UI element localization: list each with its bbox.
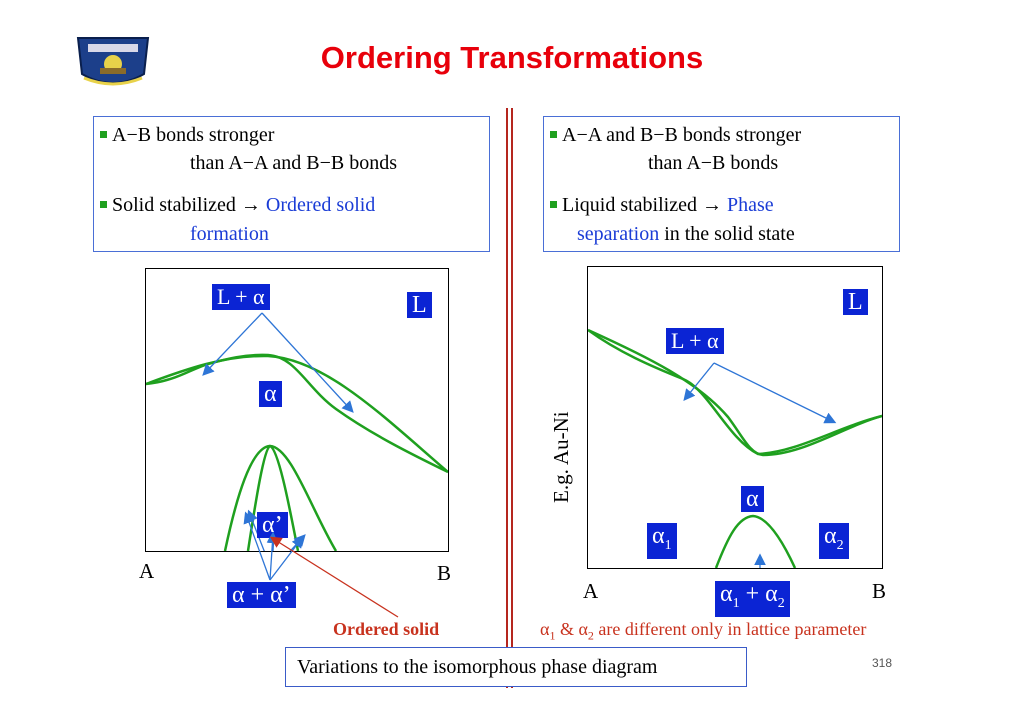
label-alpha1-plus-alpha2: α1 + α2: [715, 581, 790, 617]
right-line-3: Liquid stabilized → Phase: [550, 194, 774, 217]
right-line-4: separation in the solid state: [577, 223, 795, 245]
left-axis-a: A: [139, 559, 155, 583]
right-axis-a: A: [583, 579, 599, 603]
label-alpha: α: [741, 486, 764, 512]
lattice-parameter-note: α1 & α2 are different only in lattice pa…: [540, 619, 867, 643]
slide-title: Ordering Transformations: [320, 40, 704, 75]
ordered-solid-annotation: Ordered solid: [333, 619, 440, 639]
bullet-icon: [100, 201, 107, 208]
right-line-1: A−A and B−B bonds stronger: [550, 124, 801, 147]
left-info-box: A−B bonds stronger than A−A and B−B bond…: [93, 116, 490, 252]
caption-box: Variations to the isomorphous phase diag…: [285, 647, 747, 687]
left-phase-diagram: L + α L α α’: [145, 268, 449, 552]
left-axis-b: B: [437, 561, 452, 585]
label-alpha: α: [259, 381, 282, 407]
right-ylabel: E.g. Au-Ni: [549, 411, 573, 503]
left-line-4: formation: [190, 223, 269, 245]
bullet-icon: [100, 131, 107, 138]
bullet-icon: [550, 131, 557, 138]
left-line-3: Solid stabilized → Ordered solid: [100, 194, 375, 217]
label-l-plus-alpha: L + α: [666, 328, 724, 354]
label-l-plus-alpha: L + α: [212, 284, 270, 310]
right-phase-diagram: L L + α α α1 α2: [587, 266, 883, 569]
label-l: L: [843, 289, 868, 315]
right-info-box: A−A and B−B bonds stronger than A−B bond…: [543, 116, 900, 252]
label-alpha-1: α1: [647, 523, 677, 559]
label-l: L: [407, 292, 432, 318]
page-number: 318: [872, 656, 893, 670]
center-divider: [505, 108, 515, 688]
right-axis-b: B: [872, 579, 887, 603]
left-line-1: A−B bonds stronger: [100, 124, 274, 147]
institute-logo: [74, 34, 152, 90]
label-alpha-2: α2: [819, 523, 849, 559]
right-line-2: than A−B bonds: [648, 152, 779, 174]
bullet-icon: [550, 201, 557, 208]
label-alpha-plus-alpha-prime: α + α’: [227, 582, 296, 608]
left-line-2: than A−A and B−B bonds: [190, 152, 398, 174]
caption-text: Variations to the isomorphous phase diag…: [297, 656, 658, 678]
